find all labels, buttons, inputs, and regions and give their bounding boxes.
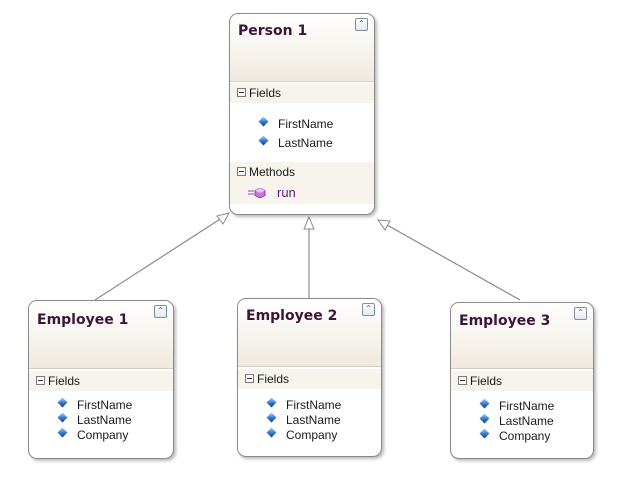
field-row[interactable]: FirstName (238, 397, 381, 412)
field-icon (57, 397, 68, 408)
field-row[interactable]: LastName (230, 135, 374, 154)
class-title: Employee 3 (459, 313, 551, 329)
section-label: Fields (48, 374, 81, 388)
field-label: FirstName (278, 117, 334, 131)
field-label: FirstName (77, 398, 133, 412)
field-label: Company (286, 428, 338, 442)
collapse-icon[interactable]: ⌃ (574, 307, 587, 320)
class-box-employee-3[interactable]: Employee 3 ⌃ Fields FirstName LastName C… (450, 302, 594, 459)
field-row[interactable]: Company (29, 427, 173, 442)
methods-section-header[interactable]: Methods (230, 162, 374, 182)
method-icon (248, 188, 266, 198)
fields-section-header[interactable]: Fields (451, 371, 593, 391)
minus-box-icon[interactable] (36, 376, 45, 385)
minus-box-icon[interactable] (237, 167, 246, 176)
section-label: Fields (249, 86, 282, 100)
collapse-icon[interactable]: ⌃ (362, 303, 375, 316)
section-label: Fields (470, 374, 503, 388)
field-row[interactable]: LastName (29, 412, 173, 427)
field-row[interactable]: FirstName (230, 116, 374, 135)
method-label: run (277, 185, 296, 200)
class-header: Employee 2 ⌃ (238, 299, 381, 367)
field-icon (266, 397, 277, 408)
field-icon (258, 116, 269, 127)
class-header: Employee 3 ⌃ (451, 303, 593, 369)
field-icon (266, 427, 277, 438)
field-label: FirstName (286, 398, 342, 412)
method-row[interactable]: run (230, 182, 374, 204)
field-row[interactable]: FirstName (451, 398, 593, 413)
field-label: LastName (499, 414, 554, 428)
class-box-employee-1[interactable]: Employee 1 ⌃ Fields FirstName LastName C… (28, 300, 174, 459)
collapse-icon[interactable]: ⌃ (355, 18, 368, 31)
field-icon (266, 412, 277, 423)
inheritance-arrow-employee-1 (216, 212, 230, 225)
class-title: Person 1 (238, 23, 308, 39)
field-label: Company (499, 429, 551, 443)
class-title: Employee 1 (37, 312, 129, 328)
field-label: LastName (278, 136, 333, 150)
field-label: FirstName (499, 399, 555, 413)
field-icon (479, 428, 490, 439)
field-icon (57, 427, 68, 438)
field-row[interactable]: LastName (451, 413, 593, 428)
class-title: Employee 2 (246, 308, 338, 324)
inheritance-arrow-employee-2 (303, 215, 315, 230)
connector-employee-3 (379, 220, 521, 301)
connector-employee-1 (94, 213, 229, 301)
field-label: LastName (286, 413, 341, 427)
class-header: Employee 1 ⌃ (29, 301, 173, 369)
inheritance-arrow-employee-3 (376, 219, 391, 231)
field-row[interactable]: LastName (238, 412, 381, 427)
field-icon (479, 413, 490, 424)
fields-section-header[interactable]: Fields (230, 83, 374, 103)
field-icon (57, 412, 68, 423)
field-label: LastName (77, 413, 132, 427)
field-row[interactable]: Company (238, 427, 381, 442)
field-label: Company (77, 428, 129, 442)
class-header: Person 1 ⌃ (230, 14, 374, 82)
field-row[interactable]: Company (451, 428, 593, 443)
collapse-icon[interactable]: ⌃ (154, 305, 167, 318)
fields-section-header[interactable]: Fields (238, 369, 381, 389)
field-row[interactable]: FirstName (29, 397, 173, 412)
field-icon (258, 135, 269, 146)
minus-box-icon[interactable] (458, 376, 467, 385)
minus-box-icon[interactable] (245, 374, 254, 383)
class-box-person[interactable]: Person 1 ⌃ Fields FirstName LastName Met… (229, 13, 375, 215)
minus-box-icon[interactable] (237, 88, 246, 97)
fields-section-header[interactable]: Fields (29, 371, 173, 391)
class-box-employee-2[interactable]: Employee 2 ⌃ Fields FirstName LastName C… (237, 298, 382, 457)
field-icon (479, 398, 490, 409)
section-label: Methods (249, 165, 296, 179)
section-label: Fields (257, 372, 290, 386)
